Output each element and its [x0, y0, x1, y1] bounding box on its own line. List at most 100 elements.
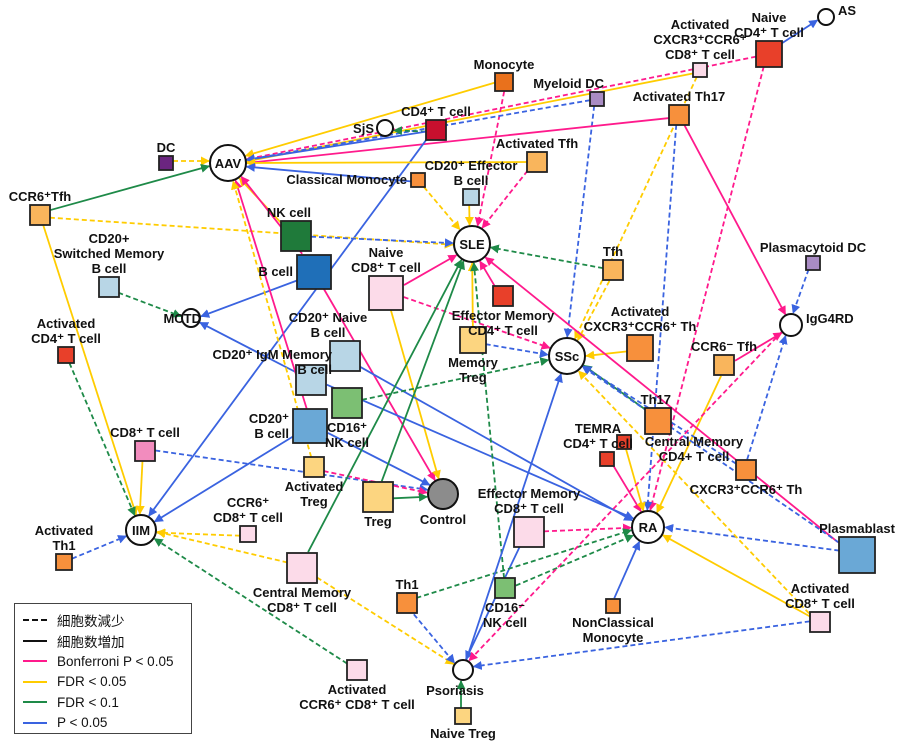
cell-node-cd16nk[interactable] [331, 387, 363, 419]
cell-node-th17[interactable] [644, 407, 672, 435]
cell-node-actth1[interactable] [55, 553, 73, 571]
cell-node-ccr6cd8[interactable] [239, 525, 257, 543]
disease-node-sle[interactable] [453, 225, 491, 263]
cell-node-dc[interactable] [158, 155, 174, 171]
cell-node-monocyte[interactable] [494, 72, 514, 92]
cell-node-cd20b[interactable] [292, 408, 328, 444]
cell-node-actccr6cd8[interactable] [346, 659, 368, 681]
cell-node-actth17[interactable] [668, 104, 690, 126]
cell-node-actcxcr3th[interactable] [626, 334, 654, 362]
cell-label: Naive Treg [430, 726, 496, 741]
cell-label: Plasmablast [819, 521, 896, 536]
cell-node-cd8t[interactable] [134, 440, 156, 462]
cell-node-actcd8[interactable] [809, 611, 831, 633]
edge-ActCCR6CD8-to-IIM [153, 537, 348, 665]
disease-node-psoriasis[interactable] [452, 659, 474, 681]
disease-node-mctd[interactable] [181, 308, 201, 328]
edge-CMCD8-to-IIM [156, 529, 288, 564]
cell-node-ccr6mtfh[interactable] [713, 354, 735, 376]
legend-item: P < 0.05 [23, 713, 191, 734]
cell-node-cd16mnk[interactable] [494, 577, 516, 599]
disease-node-as[interactable] [817, 8, 835, 26]
edge-Plasmablast-to-SSc [581, 366, 840, 544]
edge-ActCD8-to-RA [662, 534, 811, 618]
edge-ActTfh-to-SLE [481, 170, 529, 229]
disease-node-ssc[interactable] [548, 337, 586, 375]
cell-node-myeloiddc[interactable] [589, 91, 605, 107]
cell-node-naivecd4[interactable] [755, 40, 783, 68]
cell-node-emcd8[interactable] [513, 516, 545, 548]
labels-layer: AAVSLESScRAIIMMCTDSjSASIgG4RDPsoriasisCo… [9, 3, 896, 741]
cell-node-actcxcr3cd8[interactable] [692, 62, 708, 78]
cell-node-plasmablast[interactable] [838, 536, 876, 574]
cell-node-cxcr3th[interactable] [735, 459, 757, 481]
cell-node-cd20naiveb[interactable] [329, 340, 361, 372]
cell-node-acttfh[interactable] [526, 151, 548, 173]
edge-Tfh-to-SLE [489, 244, 604, 270]
edge-CCR6mTfh-to-RA [656, 375, 722, 514]
edge-NonClassMono-to-RA [613, 540, 641, 599]
cell-node-cd20igm[interactable] [295, 364, 327, 396]
cell-node-cmcd8[interactable] [286, 552, 318, 584]
edge-CD20B-to-Control [327, 432, 431, 486]
edge-ClassMono-to-AAV [245, 162, 411, 183]
cell-node-pdc[interactable] [805, 255, 821, 271]
disease-node-ra[interactable] [631, 510, 665, 544]
cell-node-naivecd8[interactable] [368, 275, 404, 311]
cell-node-classmono[interactable] [410, 172, 426, 188]
cell-node-ccr6tfh[interactable] [29, 204, 51, 226]
edge-NaiveCD8-to-SSc [403, 296, 551, 350]
cell-node-bcell[interactable] [296, 254, 332, 290]
disease-node-igg4rd[interactable] [779, 313, 803, 337]
edge-CD8T-to-IIM [135, 460, 145, 515]
disease-label: AAV [215, 156, 242, 171]
cell-node-actcd4[interactable] [57, 346, 75, 364]
cell-node-cmcd4[interactable] [616, 434, 632, 450]
edge-CCR6mTfh-to-IgG4RD [734, 332, 783, 362]
cell-node-naivetreg[interactable] [454, 707, 472, 725]
disease-node-control[interactable] [427, 478, 459, 510]
cell-label: CD16⁺NK cell [325, 420, 369, 450]
disease-node-iim[interactable] [125, 514, 157, 546]
cell-label: Plasmacytoid DC [760, 240, 867, 255]
edge-CD8T-to-Control [155, 449, 429, 494]
legend-line-swatch [23, 660, 47, 663]
cell-label: DC [157, 140, 176, 155]
disease-node-aav[interactable] [209, 144, 247, 182]
disease-node-sjs[interactable] [376, 119, 394, 137]
cell-label: Treg [364, 514, 392, 529]
edge-CD4T-to-SjS [393, 126, 426, 136]
disease-label: Control [420, 512, 466, 527]
edge-ActTfh-to-AAV [246, 158, 528, 168]
cell-node-temra[interactable] [599, 451, 615, 467]
cell-node-treg[interactable] [362, 481, 394, 513]
cell-node-nonclassmono[interactable] [605, 598, 621, 614]
cell-node-cd20effb[interactable] [462, 188, 480, 206]
edge-Tfh-to-SSc [576, 280, 611, 341]
edge-CD20NaiveB-to-RA [358, 365, 633, 522]
disease-label: IgG4RD [806, 311, 854, 326]
cell-node-swmemb[interactable] [98, 276, 120, 298]
cell-label: Activated Th17 [633, 89, 725, 104]
edge-Plasmablast-to-RA [664, 523, 840, 552]
cell-node-cd4t[interactable] [425, 119, 447, 141]
legend-item: 細胞数増加 [23, 631, 191, 652]
legend-line-swatch [23, 639, 47, 642]
cell-node-memtreg[interactable] [459, 326, 487, 354]
cell-node-acttreg[interactable] [303, 456, 325, 478]
cell-node-tfh[interactable] [602, 259, 624, 281]
cell-node-th1[interactable] [396, 592, 418, 614]
cell-node-emcd4[interactable] [492, 285, 514, 307]
edge-Bcell-to-MCTD [200, 279, 299, 318]
cell-node-nk[interactable] [280, 220, 312, 252]
cell-label: Myeloid DC [533, 76, 604, 91]
disease-label: RA [639, 520, 658, 535]
cell-label: Monocyte [474, 57, 535, 72]
